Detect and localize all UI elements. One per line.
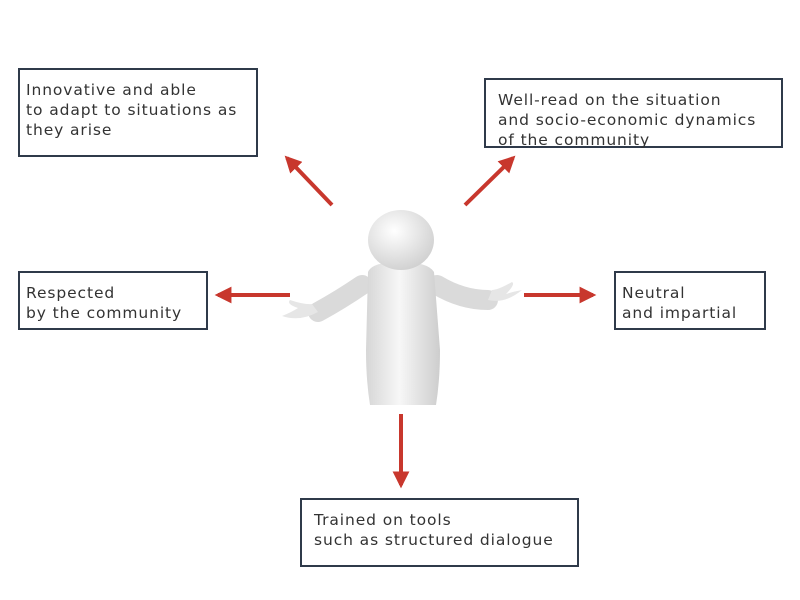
arrow-to-wellread [463, 155, 516, 207]
arrow-to-innovative [284, 155, 334, 207]
node-text-line: Trained on tools [314, 511, 452, 529]
node-text-line: and socio-economic dynamics [498, 111, 757, 129]
node-text-line: and impartial [622, 304, 738, 322]
node-text-line: Respected [26, 284, 116, 302]
node-text-line: Neutral [622, 284, 686, 302]
node-neutral: Neutral and impartial [614, 271, 766, 330]
node-well-read: Well-read on the situation and socio-eco… [484, 78, 783, 149]
node-text-line: they arise [26, 121, 113, 139]
node-innovative: Innovative and able to adapt to situatio… [18, 68, 258, 157]
node-text-line: by the community [26, 304, 183, 322]
node-text-line: Well-read on the situation [498, 91, 722, 109]
node-text-line: of the community [498, 131, 651, 149]
node-trained: Trained on tools such as structured dial… [300, 498, 579, 567]
person-figure-icon [282, 210, 522, 405]
arrows [214, 155, 597, 489]
node-text-line: Innovative and able [26, 81, 197, 99]
node-text-line: such as structured dialogue [314, 531, 554, 549]
node-text-line: to adapt to situations as [26, 101, 238, 119]
node-respected: Respected by the community [18, 271, 208, 330]
